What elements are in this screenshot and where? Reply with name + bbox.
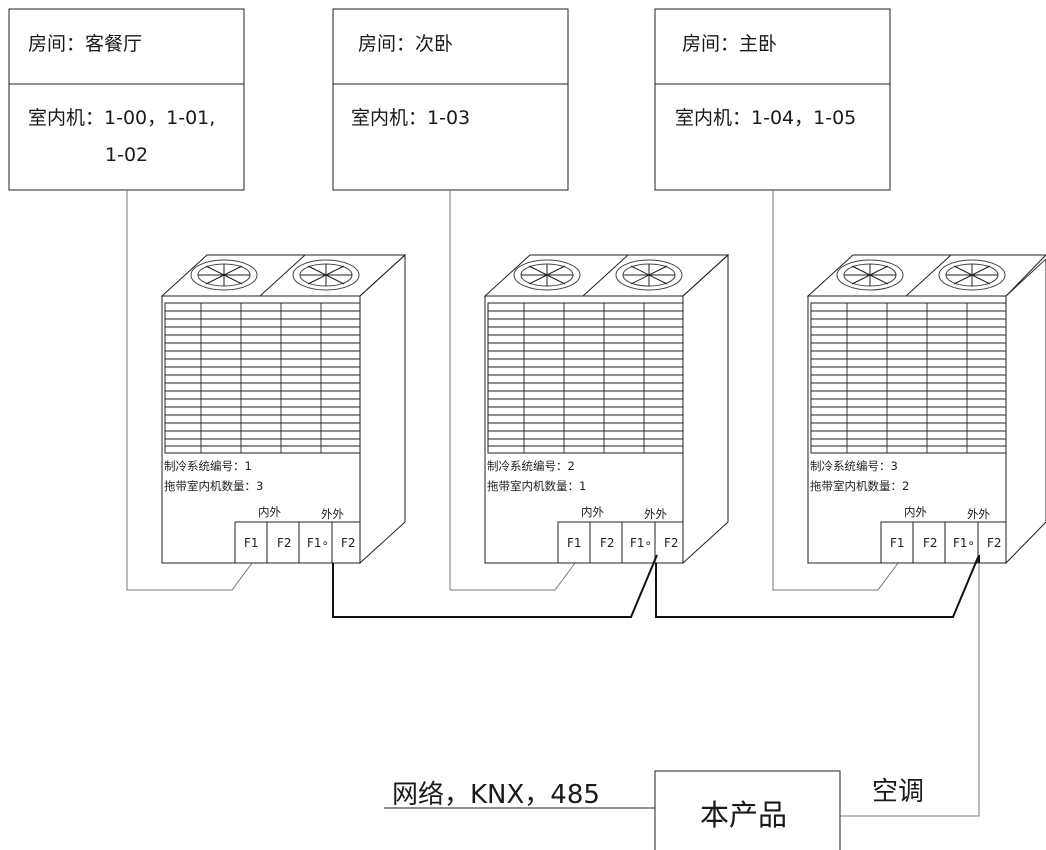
fan-icon: [615, 259, 683, 291]
terminal-block: F1 F2 F1∘ F2: [557, 521, 684, 564]
terminal-f1-in: F1: [244, 536, 259, 550]
outdoor-unit-1: 制冷系统编号：1 拖带室内机数量：3 内外 外外 F1 F2 F1∘ F2: [160, 253, 407, 565]
unit-top-divider: [582, 254, 629, 297]
indoor-count-label: 拖带室内机数量：1: [487, 479, 586, 493]
network-label: 网络，KNX，485: [392, 780, 600, 810]
room-box-master-bedroom: 房间：主卧 室内机：1-04，1-05: [654, 8, 891, 191]
heat-exchanger-grille: [164, 302, 361, 454]
outdoor-bus-label: 外外: [967, 507, 990, 521]
fan-icon: [190, 259, 258, 291]
unit-side-face: [359, 253, 406, 565]
terminal-f2-in: F2: [277, 536, 292, 550]
terminal-f2-in: F2: [600, 536, 615, 550]
unit-top-divider: [259, 254, 306, 297]
terminal-f1-out: F1∘: [307, 536, 329, 550]
indoor-units-label-cont: 1-02: [105, 144, 148, 166]
product-box: 本产品: [654, 770, 841, 850]
room-box-frame: [8, 8, 245, 191]
terminal-f1-in: F1: [890, 536, 905, 550]
terminal-f2-out: F2: [664, 536, 679, 550]
outdoor-bus-label: 外外: [321, 507, 344, 521]
room-label: 房间：客餐厅: [28, 33, 142, 55]
terminal-block: F1 F2 F1∘ F2: [880, 521, 1007, 564]
outdoor-unit-2: 制冷系统编号：2 拖带室内机数量：1 内外 外外 F1 F2 F1∘ F2: [483, 253, 730, 565]
heat-exchanger-grille: [487, 302, 684, 454]
terminal-f1-in: F1: [567, 536, 582, 550]
ac-label: 空调: [872, 777, 924, 807]
fan-icon: [292, 259, 360, 291]
fan-icon: [836, 259, 904, 291]
indoor-units-label: 室内机：1-00，1-01,: [28, 107, 215, 129]
room2-signal-line: [449, 190, 582, 591]
system-number-label: 制冷系统编号：2: [487, 459, 575, 473]
outdoor-unit-3: 制冷系统编号：3 拖带室内机数量：2 内外 外外 F1 F2 F1∘ F2: [806, 254, 1046, 565]
product-label: 本产品: [700, 798, 787, 832]
indoor-units-label: 室内机：1-03: [351, 107, 470, 129]
room-label: 房间：次卧: [358, 33, 453, 55]
terminal-f1-out: F1∘: [953, 536, 975, 550]
unit-side-face: [682, 253, 729, 565]
indoor-count-label: 拖带室内机数量：3: [164, 479, 263, 493]
indoor-bus-label: 内外: [904, 505, 927, 519]
room1-signal-line: [126, 190, 259, 591]
system-number-label: 制冷系统编号：1: [164, 459, 252, 473]
fan-icon: [513, 259, 581, 291]
terminal-block: F1 F2 F1∘ F2: [234, 521, 361, 564]
system-number-label: 制冷系统编号：3: [810, 459, 898, 473]
fan-icon: [938, 259, 1006, 291]
indoor-bus-label: 内外: [258, 505, 281, 519]
indoor-units-label: 室内机：1-04，1-05: [675, 107, 856, 129]
terminal-f2-out: F2: [987, 536, 1002, 550]
terminal-f2-out: F2: [341, 536, 356, 550]
terminal-f1-out: F1∘: [630, 536, 652, 550]
room-box-living-dining: 房间：客餐厅 室内机：1-00，1-01, 1-02: [8, 8, 245, 191]
heat-exchanger-grille: [810, 302, 1007, 454]
terminal-f2-in: F2: [923, 536, 938, 550]
indoor-bus-label: 内外: [581, 505, 604, 519]
room-box-second-bedroom: 房间：次卧 室内机：1-03: [332, 8, 569, 191]
indoor-count-label: 拖带室内机数量：2: [810, 479, 909, 493]
room-box-frame: [332, 8, 569, 191]
outdoor-bus-1-2: [332, 554, 658, 618]
unit-side-face: [1005, 258, 1046, 565]
outdoor-bus-2-3: [655, 554, 980, 618]
outdoor-bus-label: 外外: [644, 507, 667, 521]
room-label: 房间：主卧: [682, 33, 777, 55]
room-box-frame: [654, 8, 891, 191]
product-box-frame: [654, 770, 841, 850]
product-ac-line: [840, 563, 980, 817]
unit-top-divider: [905, 254, 952, 297]
room3-signal-line: [772, 190, 905, 591]
